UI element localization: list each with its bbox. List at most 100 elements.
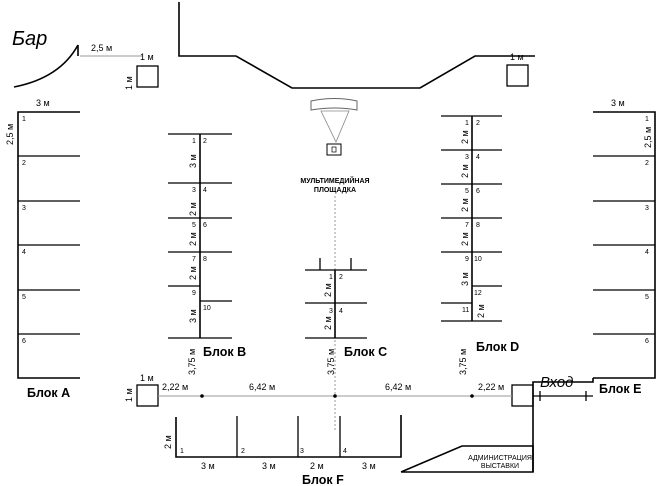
screen-icon: [310, 98, 358, 111]
dim-d-2m: 2 м: [460, 130, 470, 144]
stand-c-3: 3: [329, 308, 333, 315]
dim-d-2m: 2 м: [460, 164, 470, 178]
stand-b-5: 5: [192, 222, 196, 229]
dim-e-2-5m: 2,5 м: [643, 127, 653, 148]
block-c: 1 2 3 4 2 м 2 м Блок C: [305, 258, 387, 359]
block-f-wall: [175, 415, 402, 458]
block-d-label: Блок D: [476, 340, 519, 354]
dim-a-3m: 3 м: [36, 98, 50, 108]
dim-aisle-d-3-75m: 3,75 м: [458, 349, 468, 375]
dim-d-2m: 2 м: [476, 304, 486, 318]
dim-pillar-tl-1m-v: 1 м: [124, 76, 134, 90]
top-wall: [178, 2, 535, 89]
block-d: 1 2 3 4 5 6 7 8 9 10 11 12 2 м 2 м 2 м 2…: [441, 115, 519, 354]
administration-label-1: АДМИНИСТРАЦИЯ: [468, 455, 532, 462]
stand-e-1: 1: [645, 116, 649, 123]
dim-pillar-bl-1m: 1 м: [140, 373, 154, 383]
stand-b-2: 2: [203, 138, 207, 145]
stand-b-4: 4: [203, 187, 207, 194]
stand-a-6: 6: [22, 338, 26, 345]
stand-b-9: 9: [192, 290, 196, 297]
dim-f-3m: 3 м: [201, 461, 215, 471]
stand-d-8: 8: [476, 222, 480, 229]
stand-d-2: 2: [476, 120, 480, 127]
administration-label-2: ВЫСТАВКИ: [481, 463, 519, 470]
stand-e-2: 2: [645, 160, 649, 167]
dim-b-2m: 2 м: [188, 202, 198, 216]
projection-icon: [320, 110, 350, 143]
dim-pillar-tr-1m: 1 м: [510, 52, 524, 62]
projector-lens-icon: [331, 146, 337, 153]
dim-aisle-c-3-75m: 3,75 м: [326, 349, 336, 375]
stand-a-3: 3: [22, 205, 26, 212]
stand-a-2: 2: [22, 160, 26, 167]
block-e: 1 2 3 4 5 6 3 м 2,5 м Блок E: [593, 98, 656, 396]
stand-e-4: 4: [645, 249, 649, 256]
dim-6-42m-left: 6,42 м: [249, 382, 275, 392]
dim-2-22m-right: 2,22 м: [478, 382, 504, 392]
stand-a-4: 4: [22, 249, 26, 256]
stand-e-3: 3: [645, 205, 649, 212]
block-f: 1 2 3 4 2 м 3 м 3 м 2 м 3 м Блок F: [163, 415, 402, 486]
dim-d-2m: 2 м: [460, 232, 470, 246]
stand-c-2: 2: [339, 274, 343, 281]
stand-f-3: 3: [300, 448, 304, 455]
block-b-label: Блок B: [203, 345, 246, 359]
dim-b-2m: 2 м: [188, 232, 198, 246]
multimedia-label-2: ПЛОЩАДКА: [314, 187, 356, 194]
stand-b-10: 10: [203, 305, 211, 312]
stand-d-12: 12: [474, 290, 482, 297]
dim-c-2m: 2 м: [323, 316, 333, 330]
block-a: 1 2 3 4 5 6 3 м 2,5 м Блок A: [5, 98, 80, 400]
stand-b-1: 1: [192, 138, 196, 145]
dim-pillar-tl-1m: 1 м: [140, 52, 154, 62]
dim-e-3m: 3 м: [611, 98, 625, 108]
stand-d-6: 6: [476, 188, 480, 195]
stand-d-11: 11: [462, 307, 469, 314]
multimedia-label-1: МУЛЬТИМЕДИЙНАЯ: [300, 176, 369, 185]
block-c-label: Блок C: [344, 345, 387, 359]
stand-b-7: 7: [192, 256, 196, 263]
stand-d-4: 4: [476, 154, 480, 161]
block-e-label: Блок E: [599, 382, 641, 396]
dim-b-3m: 3 м: [188, 309, 198, 323]
administration-area: [400, 445, 534, 473]
dim-f-2m: 2 м: [163, 435, 173, 449]
dim-marker: [200, 394, 204, 398]
stand-d-5: 5: [465, 188, 469, 195]
dim-pillar-bl-1m-v: 1 м: [124, 388, 134, 402]
block-f-label: Блок F: [302, 473, 344, 486]
dim-bar-2-5m: 2,5 м: [91, 43, 112, 53]
dim-6-42m-right: 6,42 м: [385, 382, 411, 392]
stand-d-3: 3: [465, 154, 469, 161]
dim-aisle-b-3-75m: 3,75 м: [187, 349, 197, 375]
stand-b-6: 6: [203, 222, 207, 229]
stand-d-7: 7: [465, 222, 469, 229]
dim-d-3m: 3 м: [460, 272, 470, 286]
stand-b-3: 3: [192, 187, 196, 194]
pillar-top-right: [506, 64, 529, 87]
dim-f-2m: 2 м: [310, 461, 324, 471]
dim-f-3m: 3 м: [262, 461, 276, 471]
dim-a-2-5m: 2,5 м: [5, 124, 15, 145]
dim-marker: [470, 394, 474, 398]
dim-b-2m: 2 м: [188, 266, 198, 280]
dim-marker: [333, 394, 337, 398]
stand-a-5: 5: [22, 294, 26, 301]
entrance-label: Вход: [540, 374, 573, 391]
stand-f-1: 1: [180, 448, 184, 455]
dim-2-22m-left: 2,22 м: [162, 382, 188, 392]
stand-d-10: 10: [474, 256, 482, 263]
stand-a-1: 1: [22, 116, 26, 123]
stand-d-1: 1: [465, 120, 469, 127]
pillar-bottom-right: [511, 384, 534, 407]
block-a-label: Блок A: [27, 386, 70, 400]
bar-counter-arc: [13, 44, 79, 88]
dim-d-2m: 2 м: [460, 198, 470, 212]
dim-c-2m: 2 м: [323, 283, 333, 297]
dim-f-3m: 3 м: [362, 461, 376, 471]
stand-c-4: 4: [339, 308, 343, 315]
stand-f-2: 2: [241, 448, 245, 455]
